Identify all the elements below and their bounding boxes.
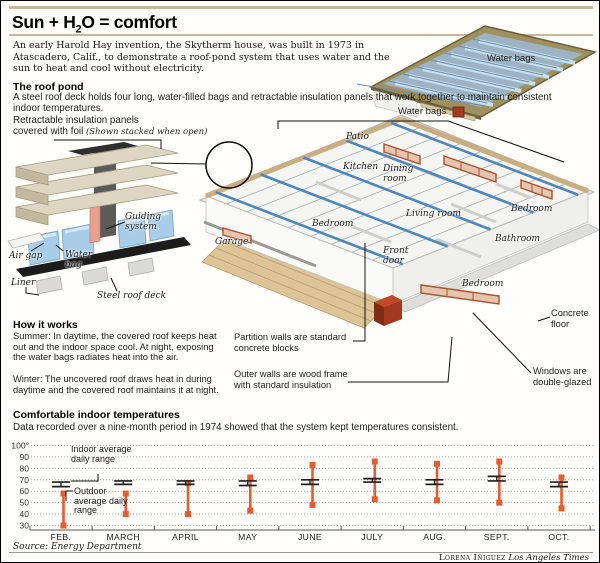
svg-text:AUG.: AUG. [423, 532, 446, 542]
source-line: Source: Energy Department [13, 542, 142, 552]
room-label-front-door: Front door [383, 246, 409, 266]
callout-concrete-floor: Concrete floor [551, 308, 589, 329]
svg-text:70: 70 [20, 475, 30, 485]
mini-house-water-bags-label: Water bags [487, 53, 536, 64]
svg-text:FEB.: FEB. [51, 532, 72, 542]
callout-windows: Windows are double-glazed [533, 366, 592, 387]
room-label-garage: Garage [215, 237, 249, 247]
detail-caption-line1: Retractable insulation panels [13, 115, 139, 126]
how-it-works-heading: How it works [13, 319, 78, 331]
callout-partition-walls: Partition walls are standard concrete bl… [234, 332, 347, 353]
svg-text:MARCH: MARCH [106, 532, 140, 542]
mini-house-illustration [357, 25, 598, 121]
credit-publication: Los Angeles Times [508, 553, 589, 563]
room-label-bathroom: Bathroom [495, 234, 541, 244]
svg-text:MAY: MAY [238, 532, 257, 542]
legend-outdoor: Outdoor average daily range [74, 486, 128, 515]
title-rule [9, 34, 593, 36]
room-label-bedroom-left: Bedroom [312, 219, 354, 229]
svg-text:50: 50 [20, 498, 30, 508]
top-accent-bar [9, 6, 593, 9]
legend-indoor: Indoor average daily range [71, 444, 132, 464]
chart-subtitle: Data recorded over a nine-month period i… [13, 422, 459, 433]
roof-pond-body: A steel roof deck holds four long, water… [13, 92, 552, 114]
water-bag-label: Water bag [65, 250, 93, 270]
intro-paragraph: An early Harold Hay invention, the Skyth… [13, 40, 390, 74]
svg-text:60: 60 [20, 486, 30, 496]
svg-text:SEPT.: SEPT. [484, 532, 510, 542]
room-label-living-room: Living room [406, 209, 461, 219]
credit-name: Lorena Iñiguez [438, 553, 506, 563]
svg-text:100°: 100° [11, 441, 29, 451]
detail-caption-line2: covered with foil [13, 126, 86, 137]
svg-text:30: 30 [20, 521, 30, 531]
credit-line: Lorena Iñiguez Los Angeles Times [438, 553, 589, 563]
room-label-bedroom-right: Bedroom [511, 204, 553, 214]
how-it-works-summer: Summer: In daytime, the covered roof kee… [13, 331, 217, 362]
room-label-bedroom-bottom: Bedroom [462, 279, 504, 289]
detail-caption-note: (Shown stacked when open) [85, 127, 208, 137]
detail-caption: Retractable insulation panels covered wi… [13, 115, 223, 138]
svg-text:90: 90 [20, 452, 30, 462]
callout-outer-walls: Outer walls are wood frame with standard… [234, 369, 348, 390]
svg-text:JULY: JULY [361, 532, 383, 542]
chart-title: Comfortable indoor temperatures [13, 409, 180, 421]
house-water-bags-label: Water bags [398, 106, 447, 117]
svg-text:OCT.: OCT. [548, 532, 569, 542]
footer-rule [9, 552, 593, 553]
page-title: Sun + H2O = comfort [12, 12, 177, 36]
air-gap-label: Air gap [9, 251, 43, 261]
room-label-kitchen: Kitchen [343, 162, 379, 172]
svg-text:40: 40 [20, 509, 30, 519]
title-subscript: 2 [75, 23, 82, 36]
liner-label: Liner [11, 278, 36, 288]
roof-pond-heading: The roof pond [13, 81, 84, 93]
title-pre: Sun + H [12, 12, 76, 32]
title-post: O = comfort [81, 12, 177, 32]
guiding-system-label: Guiding system [125, 212, 162, 232]
how-it-works-winter: Winter: The uncovered roof draws heat in… [13, 374, 219, 395]
svg-text:80: 80 [20, 463, 30, 473]
steel-roof-deck-label: Steel roof deck [97, 291, 167, 301]
roof-pond-detail-illustration [7, 142, 191, 295]
svg-text:APRIL: APRIL [172, 532, 199, 542]
room-label-patio: Patio [346, 132, 369, 142]
room-label-dining-room: Dining room [383, 164, 414, 184]
svg-text:JUNE: JUNE [298, 532, 322, 542]
